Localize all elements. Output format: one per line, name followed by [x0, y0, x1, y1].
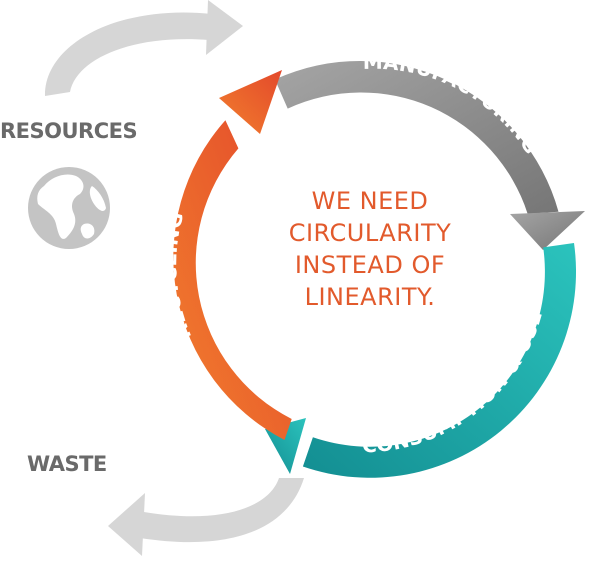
manufacturing-arc	[274, 60, 585, 250]
resources-flow-arrow	[44, 0, 243, 96]
waste-flow-arrow	[108, 478, 304, 556]
resources-label: RESOURCES	[0, 119, 138, 143]
waste-label: WASTE	[27, 452, 107, 476]
center-message-line: INSTEAD OF	[294, 251, 446, 279]
center-message-line: LINEARITY.	[304, 283, 436, 311]
center-message-line: WE NEED	[311, 187, 429, 215]
center-message: WE NEED CIRCULARITY INSTEAD OF LINEARITY…	[250, 185, 490, 313]
recycling-arc	[173, 70, 292, 440]
globe-icon	[28, 167, 110, 249]
center-message-line: CIRCULARITY	[288, 219, 452, 247]
